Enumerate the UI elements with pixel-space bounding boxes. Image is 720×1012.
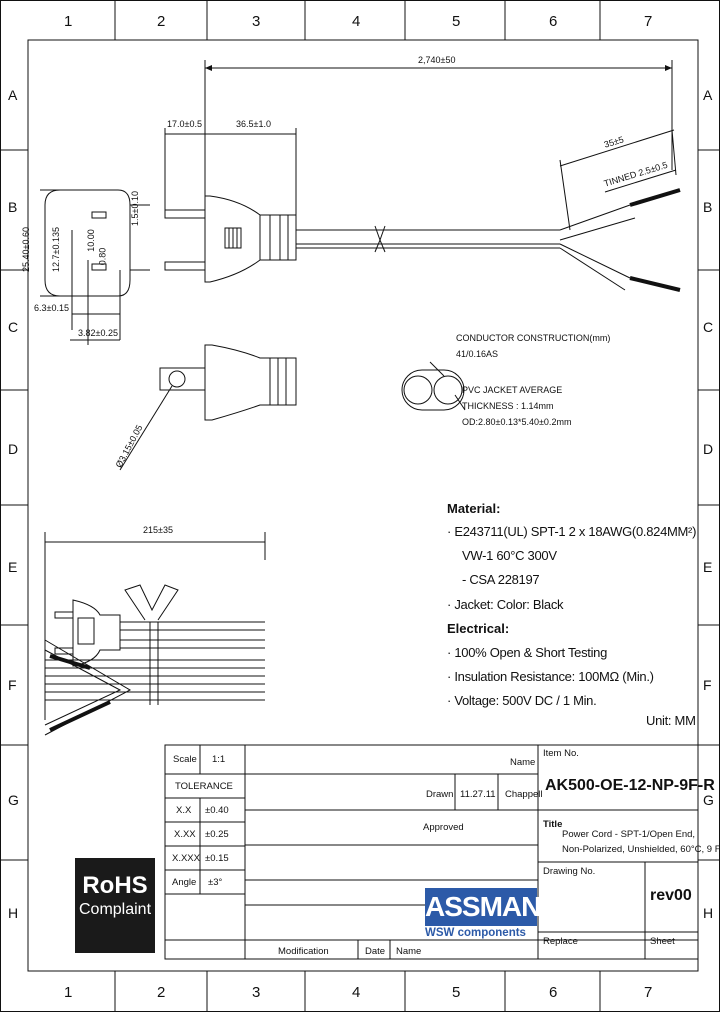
row-letter: B [8, 199, 18, 215]
column-number: 2 [157, 13, 166, 30]
tolerance-value: ±0.15 [205, 853, 229, 864]
approved-label: Approved [423, 822, 464, 833]
electrical-line: · Insulation Resistance: 100MΩ (Min.) [447, 669, 654, 684]
row-letter: D [8, 441, 19, 457]
title-label: Title [543, 819, 563, 830]
logo-wordmark: ASSMANN [425, 888, 561, 926]
tolerance-value: ±0.25 [205, 829, 229, 840]
pin-thickness-dim: 3.82±0.25 [78, 328, 118, 338]
row-letter: C [8, 319, 19, 335]
row-letter: G [703, 792, 714, 808]
inner-dim-a: 10.00 [85, 229, 96, 252]
electrical-line: · Voltage: 500V DC / 1 Min. [447, 693, 597, 708]
electrical-line: · 100% Open & Short Testing [447, 645, 608, 660]
unit-label: Unit: MM [646, 713, 696, 728]
pin-spacing-dim: 12.7±0.135 [50, 227, 61, 272]
scale-label: Scale [173, 754, 197, 765]
rohs-badge: RoHS Complaint [75, 858, 155, 953]
sheet-label: Sheet [650, 936, 675, 947]
row-letter: H [8, 905, 19, 921]
conductor-od: OD:2.80±0.13*5.40±0.2mm [462, 417, 572, 427]
column-number: 4 [352, 13, 361, 30]
column-number: 1 [64, 13, 73, 30]
column-number: 4 [352, 984, 361, 1001]
conductor-title: CONDUCTOR CONSTRUCTION(mm) [456, 333, 611, 343]
assmann-logo: ASSMANN WSW components [425, 888, 561, 939]
title-line: Power Cord - SPT-1/Open End, [562, 829, 696, 840]
column-number: 5 [452, 984, 461, 1001]
row-letter: E [8, 559, 18, 575]
date-label: Date [365, 946, 386, 957]
name-label: Name [510, 757, 536, 768]
tolerance-value: ±3° [208, 877, 223, 888]
tolerance-key: X.XXX [172, 853, 200, 864]
plug-width-dim: 25.40±0.60 [20, 227, 31, 272]
row-letter: A [703, 87, 713, 103]
column-number: 5 [452, 13, 461, 30]
name-label: Name [396, 946, 422, 957]
column-number: 6 [549, 984, 558, 1001]
tolerance-value: ±0.40 [205, 805, 229, 816]
column-number: 6 [549, 13, 558, 30]
row-letter: B [703, 199, 713, 215]
tolerance-key: X.XX [174, 829, 196, 840]
column-number: 2 [157, 984, 166, 1001]
material-line: · E243711(UL) SPT-1 2 x 18AWG(0.824MM²) [447, 524, 697, 539]
title-line: Non-Polarized, Unshielded, 60°C, 9 Feet [562, 844, 720, 855]
column-number: 7 [644, 984, 653, 1001]
column-number: 1 [64, 984, 73, 1001]
drawn-label: Drawn [426, 789, 454, 800]
modification-label: Modification [278, 946, 329, 957]
tolerance-key: X.X [176, 805, 192, 816]
drawing-no-label: Drawing No. [543, 866, 596, 877]
plug-body-length-dim: 36.5±1.0 [236, 119, 271, 129]
revision: rev00 [650, 887, 692, 904]
column-number: 3 [252, 13, 261, 30]
row-letter: F [8, 677, 17, 693]
material-line: · Jacket: Color: Black [447, 597, 564, 612]
logo-tagline: WSW components [425, 927, 526, 939]
material-heading: Material: [447, 501, 501, 516]
column-number: 7 [644, 13, 653, 30]
replace-label: Replace [543, 936, 578, 947]
overall-length-dim: 2,740±50 [418, 55, 456, 65]
row-letter: A [8, 87, 18, 103]
inner-dim-b: 0.80 [97, 247, 108, 266]
material-line: VW-1 60°C 300V [462, 548, 557, 563]
row-letter: D [703, 441, 714, 457]
row-letter: E [703, 559, 713, 575]
pin-length-dim: 17.0±0.5 [167, 119, 202, 129]
tolerance-label: TOLERANCE [175, 781, 233, 792]
rohs-title: RoHS [82, 872, 148, 899]
row-letter: C [703, 319, 714, 335]
row-letter: H [703, 905, 714, 921]
pin-offset-dim: 1.5±0.10 [129, 191, 140, 226]
rohs-subtitle: Complaint [78, 901, 152, 918]
row-letter: G [8, 792, 19, 808]
drawn-name: Chappell [505, 789, 543, 800]
item-no-label: Item No. [543, 748, 579, 759]
jacket-thickness: THICKNESS : 1.14mm [462, 401, 554, 411]
scale-value: 1:1 [212, 754, 226, 765]
tolerance-key: Angle [172, 877, 197, 888]
item-number: AK500-OE-12-NP-9F-R [545, 777, 715, 794]
drawn-date: 11.27.11 [460, 789, 496, 800]
column-number: 3 [252, 984, 261, 1001]
jacket-label: PVC JACKET AVERAGE [462, 385, 563, 395]
pin-width-dim: 6.3±0.15 [34, 303, 69, 313]
conductor-strands: 41/0.16AS [456, 349, 499, 359]
row-letter: F [703, 677, 712, 693]
coil-length-dim: 215±35 [143, 525, 173, 535]
material-line: - CSA 228197 [462, 572, 540, 587]
electrical-heading: Electrical: [447, 621, 510, 636]
